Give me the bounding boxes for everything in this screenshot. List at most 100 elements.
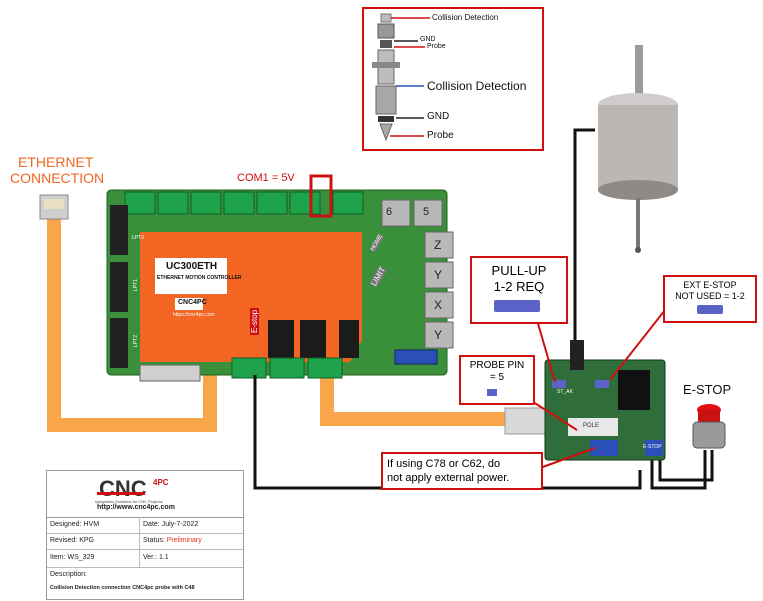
relay-1 xyxy=(268,320,294,358)
pullup-text-2: 1-2 REQ xyxy=(493,279,545,294)
date-value: July-7-2022 xyxy=(161,521,199,528)
wire-estop-switch-2 xyxy=(658,450,714,482)
board-axis-1: Z xyxy=(434,238,442,252)
rj45-stack xyxy=(381,199,454,349)
probe-pin-text-1: PROBE PIN xyxy=(469,360,525,371)
title-block: CNC 4PC Integration Solutions for CNC Pr… xyxy=(46,470,244,600)
com1-jumper-highlight xyxy=(309,174,333,218)
label-probe-bottom: Probe xyxy=(427,130,454,141)
ext-estop-callout-line xyxy=(609,309,666,381)
label-probe-top: Probe xyxy=(427,43,446,50)
probe-pin-callout: PROBE PIN = 5 xyxy=(459,355,535,405)
ver-row: Ver.: 1.1 xyxy=(143,554,169,561)
probe-pin-callout-line xyxy=(529,399,578,431)
probe-body-bottom xyxy=(598,180,678,200)
bottom-terminal-row xyxy=(231,349,438,379)
revised-value: KPG xyxy=(79,537,94,544)
ext-estop-text-2: NOT USED = 1-2 xyxy=(675,291,745,301)
tb-divider-4 xyxy=(47,567,243,568)
board-axis-2: Y xyxy=(434,268,443,282)
designed-value: HVM xyxy=(83,521,100,528)
ext-estop-text-1: EXT E-STOP xyxy=(683,280,737,290)
tb-divider-2 xyxy=(47,533,243,534)
board-model: UC300ETH xyxy=(166,261,218,272)
probe-shaft-top xyxy=(635,45,643,95)
idc-headers xyxy=(110,205,128,368)
probe-stylus xyxy=(636,198,640,248)
probe-pin-jumper-icon xyxy=(487,389,497,396)
item-row: Item: WS_329 xyxy=(50,554,94,561)
board-subtitle: ETHERNET MOTION CONTROLLER xyxy=(157,275,242,281)
board-lpt3: LPT3 xyxy=(132,235,144,241)
warning-text-1: If using C78 or C62, do xyxy=(387,458,501,470)
logo-main: CNC xyxy=(99,476,147,501)
board-axis-3: X xyxy=(434,298,443,312)
tb-divider-1 xyxy=(47,517,243,518)
warning-text: If using C78 or C62, do not apply extern… xyxy=(383,454,541,488)
status-value: Preliminary xyxy=(166,537,202,544)
board-estop-label: E-stop xyxy=(250,307,259,335)
c48-terminal-estop xyxy=(645,440,663,456)
status-row: Status: Preliminary xyxy=(143,537,202,544)
ethernet-plug-pins xyxy=(44,199,64,209)
estop-body xyxy=(692,421,726,449)
c48-pole-label xyxy=(568,418,618,436)
ext-estop-callout: EXT E-STOP NOT USED = 1-2 xyxy=(663,275,757,323)
relay-3 xyxy=(339,320,359,358)
estop-label: E-STOP xyxy=(683,382,732,397)
pullup-text-1: PULL-UP xyxy=(491,263,547,278)
pullup-jumper-icon xyxy=(494,300,540,312)
board-brand-plate xyxy=(175,298,203,310)
c48-jumper-2 xyxy=(595,380,609,388)
board-label-plate xyxy=(155,258,227,294)
designed-label: Designed: xyxy=(50,521,82,528)
item-value: WS_329 xyxy=(67,554,95,561)
wire-estop-switch xyxy=(650,450,707,490)
date-label: Date: xyxy=(143,521,160,528)
board-db25 xyxy=(139,364,201,382)
board-brand: CNC4PC xyxy=(178,299,207,306)
item-label: Item: xyxy=(50,554,66,561)
status-label: Status: xyxy=(143,537,165,544)
revised-label: Revised: xyxy=(50,537,78,544)
board-url: https://cnc4pc.com xyxy=(173,312,215,318)
warning-callout: If using C78 or C62, do not apply extern… xyxy=(381,452,543,490)
c48-jumper-1 xyxy=(552,380,566,388)
connector-inset-box xyxy=(362,7,544,151)
db25-plug xyxy=(504,407,546,435)
board-num-6: 6 xyxy=(386,206,393,218)
designed-row: Designed: HVM xyxy=(50,521,99,528)
c48-estop-jack xyxy=(618,370,650,410)
logo-tagline: Integration Solutions for CNC Projects xyxy=(95,499,163,504)
board-lpt2: LPT2 xyxy=(132,335,139,347)
c48-stack-label: ST_AK xyxy=(557,389,573,395)
date-row: Date: July-7-2022 xyxy=(143,521,198,528)
warning-callout-line xyxy=(539,447,596,469)
board-lpt1: LPT1 xyxy=(132,279,139,291)
description-label: Description: xyxy=(50,571,87,578)
ethernet-label-line1: ETHERNET xyxy=(18,154,94,170)
c48-terminal-blue xyxy=(590,440,618,456)
description-value: Collision Detection connection CNC4pc pr… xyxy=(50,585,195,591)
warning-text-2: not apply external power. xyxy=(387,472,510,484)
revised-row: Revised: KPG xyxy=(50,537,94,544)
label-collision-mid: Collision Detection xyxy=(427,79,527,93)
wire-probe-cable xyxy=(573,128,595,345)
ext-estop-jumper-icon xyxy=(697,305,723,314)
pullup-callout-line xyxy=(536,319,556,383)
logo-url: http://www.cnc4pc.com xyxy=(97,504,175,511)
uc300eth-orange-panel xyxy=(140,232,362,362)
db25-cable-horizontal xyxy=(320,412,520,426)
c48-pole-text: POLE xyxy=(583,423,600,429)
c48-estop-small: E-STOP xyxy=(643,444,662,450)
logo-underline xyxy=(97,492,145,495)
ver-value: 1.1 xyxy=(158,554,169,561)
tb-divider-3 xyxy=(47,549,243,550)
label-collision-top: Collision Detection xyxy=(432,13,499,22)
probe-body xyxy=(598,105,678,190)
probe-tip xyxy=(635,247,641,253)
com1-label: COM1 = 5V xyxy=(237,172,295,184)
ethernet-label: ETHERNET CONNECTION xyxy=(10,154,104,186)
board-axis-4: Y xyxy=(434,328,443,342)
board-num-5: 5 xyxy=(423,206,430,218)
